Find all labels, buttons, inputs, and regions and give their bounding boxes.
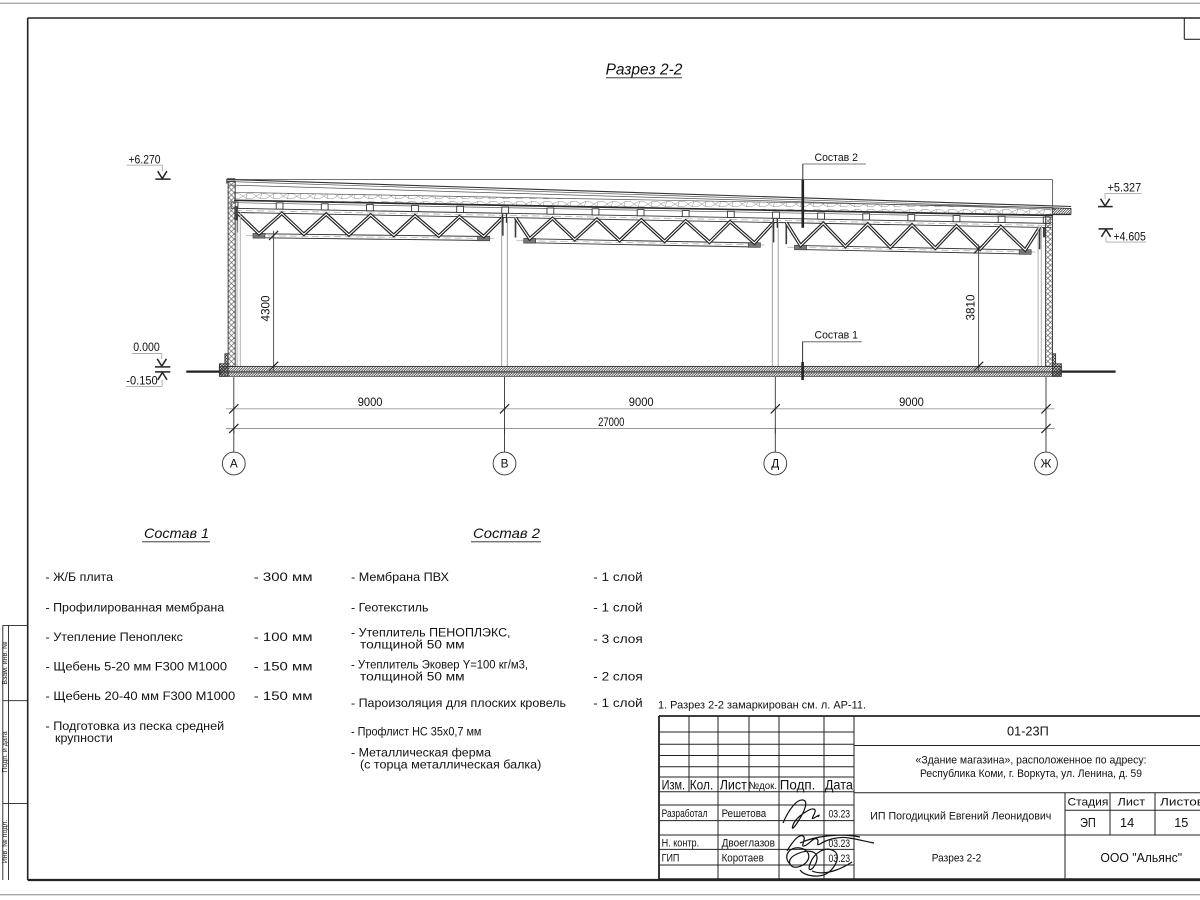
svg-text:№док.: №док. [749, 781, 777, 792]
svg-text:Лист: Лист [1118, 797, 1146, 809]
svg-text:Изм.: Изм. [662, 778, 685, 793]
svg-text:Ж: Ж [1041, 457, 1052, 471]
svg-text:Стадия: Стадия [1068, 797, 1109, 809]
svg-text:9000: 9000 [629, 395, 654, 409]
svg-text:+4.605: +4.605 [1114, 231, 1146, 244]
svg-text:Состав 1: Состав 1 [144, 526, 209, 541]
svg-text:Разрез 2-2: Разрез 2-2 [606, 62, 683, 79]
svg-text:+6.270: +6.270 [129, 154, 161, 167]
svg-text:Листов: Листов [1160, 797, 1200, 809]
svg-text:ООО "Альянс": ООО "Альянс" [1100, 850, 1182, 865]
svg-text:А: А [230, 457, 238, 471]
svg-text:- Подготовка из песка средней: - Подготовка из песка средней [46, 719, 225, 733]
svg-text:Состав 2: Состав 2 [815, 152, 859, 164]
svg-text:Решетова: Решетова [722, 808, 767, 820]
svg-text:Д: Д [771, 457, 779, 471]
svg-text:- 300 мм: - 300 мм [254, 570, 313, 584]
svg-text:ЭП: ЭП [1080, 815, 1096, 830]
svg-text:- 3 слоя: - 3 слоя [593, 632, 642, 646]
svg-text:В: В [501, 457, 509, 471]
svg-text:- Профлист НС 35х0,7 мм: - Профлист НС 35х0,7 мм [351, 725, 481, 739]
svg-text:- Щебень 20-40 мм F300 М1000: - Щебень 20-40 мм F300 М1000 [46, 689, 236, 703]
svg-text:толщиной 50 мм: толщиной 50 мм [360, 638, 465, 652]
svg-text:Кол.: Кол. [690, 778, 714, 793]
svg-text:15: 15 [1174, 815, 1188, 830]
svg-text:4300: 4300 [259, 295, 273, 321]
svg-text:ГИП: ГИП [662, 852, 680, 864]
svg-text:- Утепление Пеноплекс: - Утепление Пеноплекс [46, 630, 184, 644]
svg-text:- Пароизоляция для плоских кро: - Пароизоляция для плоских кровель [351, 696, 566, 710]
svg-text:1. Разрез 2-2 замаркирован см.: 1. Разрез 2-2 замаркирован см. л. АР-11. [658, 700, 866, 712]
svg-text:- 150 мм: - 150 мм [254, 659, 313, 673]
svg-text:(с торца металлическая балка): (с торца металлическая балка) [360, 758, 541, 772]
svg-text:- Ж/Б плита: - Ж/Б плита [46, 570, 114, 584]
svg-text:-0.150: -0.150 [126, 375, 157, 388]
svg-text:Подп. и дата: Подп. и дата [2, 731, 9, 772]
svg-text:«Здание магазина», расположенн: «Здание магазина», расположенное по адре… [916, 754, 1147, 766]
svg-text:- 1 слой: - 1 слой [593, 570, 642, 584]
svg-text:+5.327: +5.327 [1108, 182, 1142, 195]
svg-text:- 1 слой: - 1 слой [593, 696, 642, 710]
svg-text:- Щебень 5-20 мм F300 М1000: - Щебень 5-20 мм F300 М1000 [46, 659, 228, 673]
svg-text:Дата: Дата [825, 778, 854, 793]
svg-text:- 2 слоя: - 2 слоя [593, 669, 642, 683]
svg-text:- Металлическая ферма: - Металлическая ферма [351, 746, 491, 760]
svg-text:- 150 мм: - 150 мм [254, 689, 313, 703]
svg-text:Состав 1: Состав 1 [815, 329, 859, 341]
svg-text:Коротаев: Коротаев [722, 852, 764, 864]
svg-text:Инв. № подл.: Инв. № подл. [2, 820, 9, 864]
svg-text:0.000: 0.000 [133, 341, 160, 354]
svg-text:9000: 9000 [899, 395, 924, 409]
svg-text:Разрез 2-2: Разрез 2-2 [932, 852, 982, 864]
svg-text:9000: 9000 [358, 395, 383, 409]
svg-text:Разработал: Разработал [662, 808, 708, 820]
svg-text:- Профилированная мембрана: - Профилированная мембрана [46, 600, 225, 614]
svg-text:03.23: 03.23 [829, 809, 851, 821]
svg-text:- Утеплитель Эковер Y=100 кг/м: - Утеплитель Эковер Y=100 кг/м3, [351, 657, 528, 671]
svg-text:крупности: крупности [55, 731, 113, 745]
svg-text:27000: 27000 [598, 415, 624, 429]
svg-text:толщиной 50 мм: толщиной 50 мм [360, 669, 465, 683]
svg-text:03.23: 03.23 [829, 853, 851, 865]
svg-text:- Утеплитель ПЕНОПЛЭКС,: - Утеплитель ПЕНОПЛЭКС, [351, 625, 511, 639]
svg-text:- 1 слой: - 1 слой [593, 600, 642, 614]
svg-text:14: 14 [1120, 815, 1134, 830]
svg-text:ИП Погодицкий Евгений Леонидов: ИП Погодицкий Евгений Леонидович [870, 811, 1051, 823]
svg-text:Подп.: Подп. [780, 778, 816, 793]
svg-text:Республика Коми, г. Воркута, у: Республика Коми, г. Воркута, ул. Ленина,… [920, 768, 1142, 780]
svg-text:- 100 мм: - 100 мм [254, 630, 313, 644]
svg-text:Лист: Лист [720, 778, 747, 793]
svg-text:01-23П: 01-23П [1007, 724, 1049, 739]
svg-text:Двоеглазов: Двоеглазов [722, 837, 776, 849]
svg-text:Состав 2: Состав 2 [473, 526, 540, 541]
svg-text:Взам. инв. №: Взам. инв. № [2, 641, 9, 684]
svg-text:Н. контр.: Н. контр. [662, 837, 700, 849]
svg-text:3810: 3810 [964, 294, 978, 320]
svg-text:- Мембрана ПВХ: - Мембрана ПВХ [351, 570, 449, 584]
svg-text:- Геотекстиль: - Геотекстиль [351, 600, 428, 614]
svg-text:03.23: 03.23 [829, 838, 851, 850]
